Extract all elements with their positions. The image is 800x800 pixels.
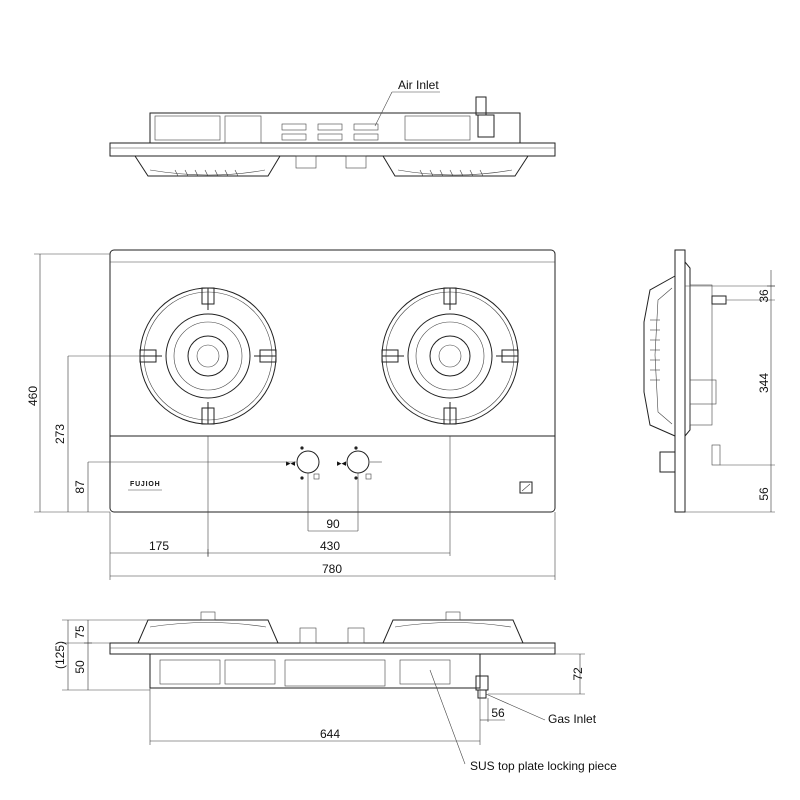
left-burner (139, 287, 277, 425)
svg-text:▸◂: ▸◂ (286, 458, 296, 468)
front-dimensions: (125) 75 50 72 56 644 (53, 620, 585, 742)
dim-burner-from-front: 273 (53, 424, 67, 444)
dim-height-total: (125) (53, 641, 67, 669)
right-burner (381, 287, 519, 425)
svg-text:▸◂: ▸◂ (337, 458, 347, 468)
dim-gas-inlet-height: 72 (571, 667, 585, 681)
gas-inlet-label: Gas Inlet (548, 712, 597, 726)
brand-logo: FUJIOH (130, 481, 160, 488)
dim-side-body: 344 (757, 373, 771, 393)
front-labels: Gas Inlet SUS top plate locking piece (429, 669, 617, 773)
dim-width-total: 780 (322, 562, 342, 576)
dim-burner-spacing: 430 (320, 539, 340, 553)
dim-side-bottom: 56 (757, 487, 771, 501)
dim-side-top: 36 (757, 289, 771, 303)
air-inlet-label: Air Inlet (398, 78, 439, 92)
dim-offset-left: 175 (149, 539, 169, 553)
dim-height-below: 50 (73, 660, 87, 674)
air-inlet-slots (281, 123, 379, 141)
plan-view: ▸◂ ▸◂ FUJIOH (34, 249, 556, 580)
locking-piece-label: SUS top plate locking piece (470, 759, 617, 773)
front-elevation-view (62, 611, 585, 745)
side-dimensions: 36 344 56 (757, 270, 775, 512)
plan-dimensions: 460 273 87 90 175 430 780 (26, 254, 555, 577)
dim-cutout-width: 644 (320, 727, 340, 741)
top-elevation-view: Air Inlet (109, 78, 556, 177)
dim-gas-inlet-offset: 56 (491, 706, 505, 720)
dim-knob-spacing: 90 (326, 517, 340, 531)
dim-height-above: 75 (73, 625, 87, 639)
dim-knob-from-front: 87 (73, 480, 87, 494)
dim-depth-total: 460 (26, 386, 40, 406)
side-view (643, 249, 775, 513)
